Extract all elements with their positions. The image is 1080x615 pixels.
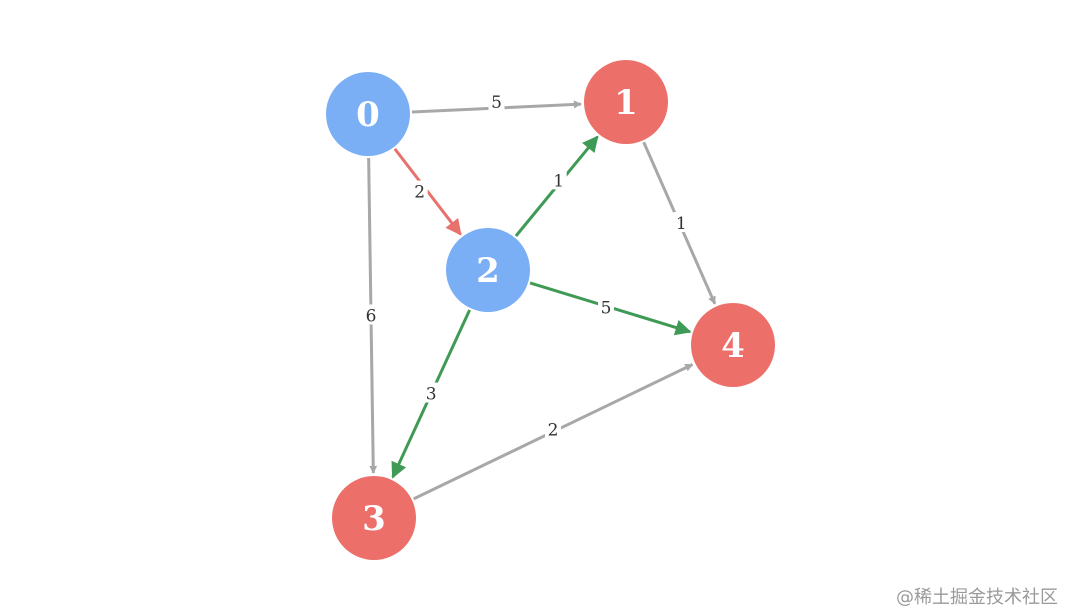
edge-0-3: 6 <box>362 157 379 474</box>
node-circle-0 <box>326 72 410 156</box>
node-1: 1 <box>584 60 668 144</box>
edge-label-bg <box>673 212 690 233</box>
edge-weight-2-1: 1 <box>553 171 564 191</box>
node-circle-3 <box>332 476 416 560</box>
edge-weight-1-4: 1 <box>676 214 687 234</box>
edge-weight-2-4: 5 <box>601 298 612 318</box>
edge-2-1: 1 <box>514 135 599 237</box>
edges-layer: 5 2 6 1 5 3 1 2 <box>362 91 717 501</box>
edge-weight-3-4: 2 <box>548 421 559 441</box>
edge-weight-2-3: 3 <box>426 385 437 405</box>
node-circle-2 <box>446 228 530 312</box>
node-label-2: 2 <box>476 251 500 291</box>
edge-2-3: 3 <box>391 309 471 479</box>
edge-1-4: 1 <box>642 141 717 305</box>
edge-label-bg <box>488 91 505 112</box>
edge-label-bg <box>411 180 428 201</box>
watermark-text: @稀土掘金技术社区 <box>896 587 1058 608</box>
node-4: 4 <box>691 303 775 387</box>
edge-label-bg <box>362 304 379 325</box>
nodes-layer: 0 1 2 3 4 <box>326 60 775 560</box>
node-2: 2 <box>446 228 530 312</box>
edge-weight-0-1: 5 <box>491 93 502 113</box>
edge-label-bg <box>550 169 567 190</box>
edge-label-bg <box>423 382 440 403</box>
node-label-4: 4 <box>721 326 745 366</box>
edge-3-4: 2 <box>412 363 694 501</box>
edge-0-1: 5 <box>411 91 582 114</box>
edge-0-2: 2 <box>393 147 462 236</box>
node-0: 0 <box>326 72 410 156</box>
node-3: 3 <box>332 476 416 560</box>
edge-label-bg <box>598 296 615 317</box>
node-circle-4 <box>691 303 775 387</box>
node-label-3: 3 <box>362 499 386 539</box>
edge-label-bg <box>545 418 562 439</box>
edge-weight-0-2: 2 <box>414 183 425 203</box>
node-circle-1 <box>584 60 668 144</box>
node-label-0: 0 <box>356 95 380 135</box>
edge-2-4: 5 <box>529 281 692 336</box>
node-label-1: 1 <box>614 83 638 123</box>
edge-weight-0-3: 6 <box>366 307 377 327</box>
